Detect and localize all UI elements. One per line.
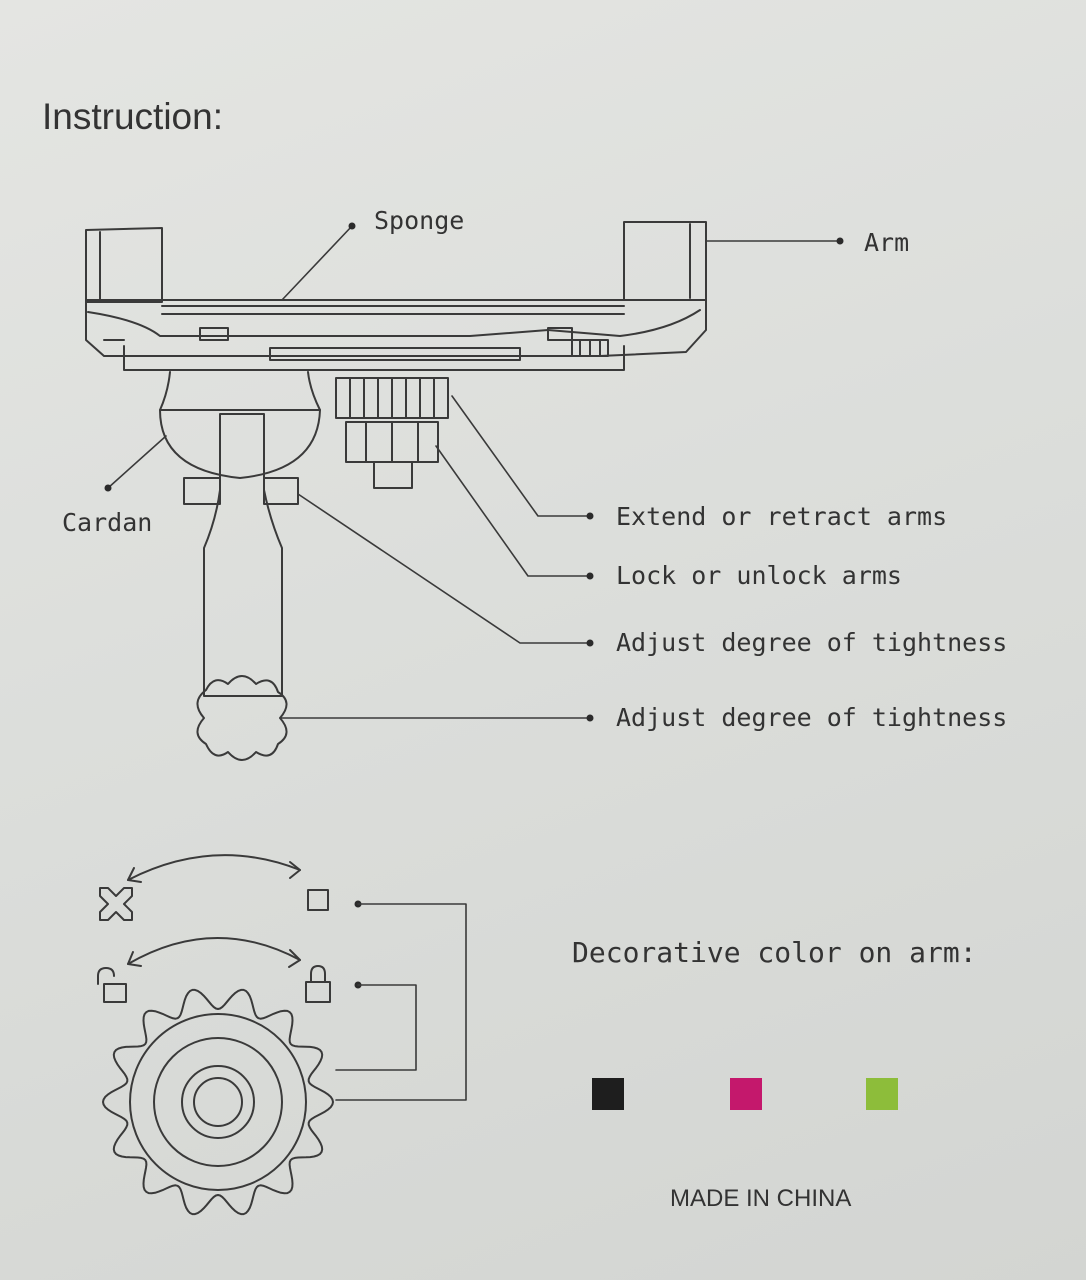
label-arm: Arm <box>864 228 910 257</box>
bracket-lines <box>335 903 467 1101</box>
holder-body <box>85 221 707 371</box>
label-sponge: Sponge <box>374 206 465 235</box>
label-extend-retract: Extend or retract arms <box>616 502 948 531</box>
label-tightness-1: Adjust degree of tightness <box>616 628 1008 657</box>
decorative-color-title: Decorative color on arm: <box>572 936 977 969</box>
page-title: Instruction: <box>42 96 223 137</box>
stem <box>183 413 299 761</box>
cardan-ball <box>159 371 321 479</box>
gear-knob <box>335 377 449 489</box>
label-lock-unlock: Lock or unlock arms <box>616 561 902 590</box>
leader-dots <box>104 222 844 989</box>
lock-icon <box>305 965 331 1003</box>
double-arrow-extend <box>127 854 301 883</box>
made-in-china: MADE IN CHINA <box>670 1185 852 1212</box>
gear-wheel <box>102 988 334 1216</box>
leader-lines <box>107 225 841 719</box>
unlock-icon <box>97 967 127 1003</box>
label-cardan: Cardan <box>62 508 153 537</box>
color-swatch-black <box>592 1078 624 1110</box>
extend-icon <box>307 889 329 911</box>
label-tightness-2: Adjust degree of tightness <box>616 703 1008 732</box>
retract-icon <box>99 887 133 921</box>
color-swatch-green <box>866 1078 898 1110</box>
double-arrow-lock <box>127 937 301 968</box>
color-swatch-magenta <box>730 1078 762 1110</box>
